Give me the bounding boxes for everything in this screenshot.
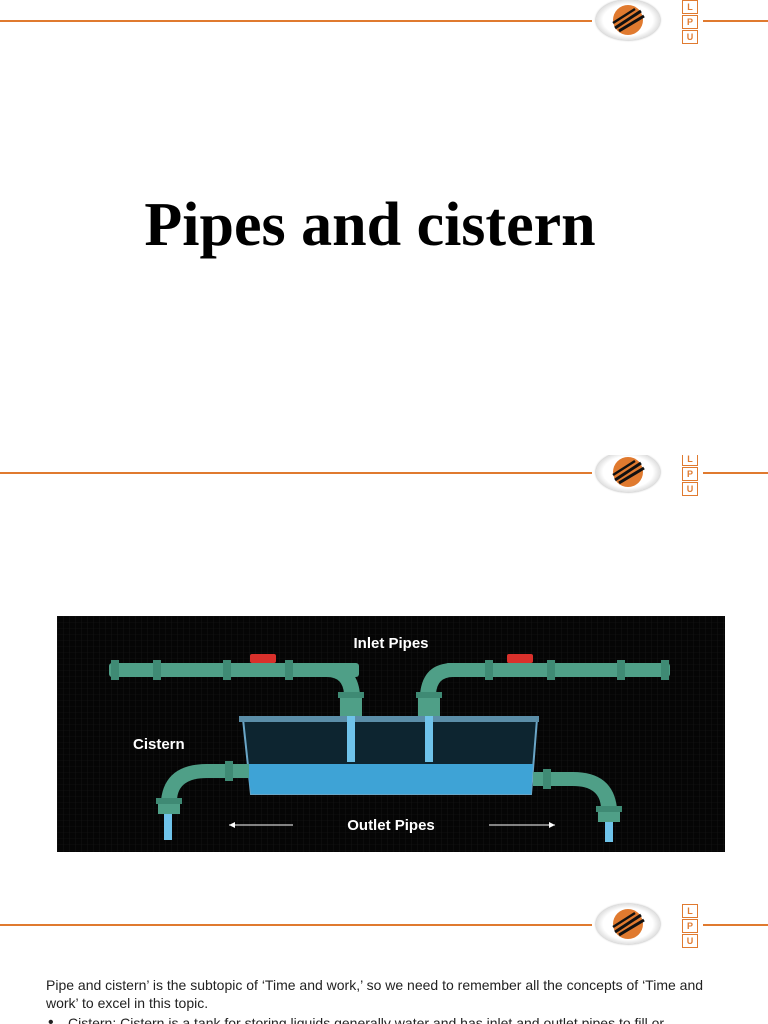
logo-letter: P — [682, 467, 698, 481]
slide-text: L P U Pipe and cistern’ is the subtopic … — [0, 900, 768, 1024]
intro-paragraph: Pipe and cistern’ is the subtopic of ‘Ti… — [46, 977, 704, 1011]
inflow-stream-left — [347, 716, 355, 762]
logo-letter: U — [682, 934, 698, 948]
pipes-cistern-diagram: Inlet Pipes Cistern Outlet Pipes — [57, 616, 725, 852]
lpu-logo-icon — [596, 0, 660, 40]
header-rule-right — [703, 472, 768, 474]
body-text: Pipe and cistern’ is the subtopic of ‘Ti… — [46, 976, 736, 1024]
logo-letter: U — [682, 482, 698, 496]
inflow-stream-right — [425, 716, 433, 762]
label-cistern: Cistern — [133, 736, 185, 753]
cistern-tank — [239, 716, 539, 795]
slide-diagram: L P U — [0, 455, 768, 900]
logo-letter: U — [682, 30, 698, 44]
bullet-text: Cistern is a tank for storing liquids ge… — [116, 1015, 665, 1024]
inlet-pipe-left — [109, 654, 364, 762]
outflow-stream-left — [164, 814, 172, 840]
outlet-arrow-right-icon — [489, 822, 555, 828]
outlet-pipe-left — [156, 761, 249, 840]
header-rule-right — [703, 924, 768, 926]
bullet-term: Cistern: — [68, 1015, 117, 1024]
header-rule-left — [0, 20, 592, 22]
bullet-item: Cistern: Cistern is a tank for storing l… — [46, 1014, 736, 1024]
outlet-pipe-right — [533, 769, 622, 842]
inlet-pipe-right — [416, 654, 670, 762]
logo-letter: L — [682, 455, 698, 466]
logo-letter: P — [682, 919, 698, 933]
header-rule-right — [703, 20, 768, 22]
slide-title-page: L P U Pipes and cistern — [0, 0, 768, 455]
logo-letter: P — [682, 15, 698, 29]
label-outlet-pipes: Outlet Pipes — [347, 817, 435, 834]
label-inlet-pipes: Inlet Pipes — [353, 635, 428, 652]
lpu-logo-icon — [596, 455, 660, 492]
logo-letter: L — [682, 904, 698, 918]
header-rule-left — [0, 924, 592, 926]
lpu-letters: L P U — [682, 455, 698, 497]
valve-right-icon — [507, 654, 533, 663]
slide-title: Pipes and cistern — [144, 191, 596, 259]
lpu-letters: L P U — [682, 0, 698, 45]
outlet-arrow-left-icon — [229, 822, 293, 828]
outflow-stream-right — [605, 822, 613, 842]
valve-left-icon — [250, 654, 276, 663]
lpu-letters: L P U — [682, 904, 698, 949]
lpu-logo-icon — [596, 904, 660, 944]
header-rule-left — [0, 472, 592, 474]
logo-letter: L — [682, 0, 698, 14]
